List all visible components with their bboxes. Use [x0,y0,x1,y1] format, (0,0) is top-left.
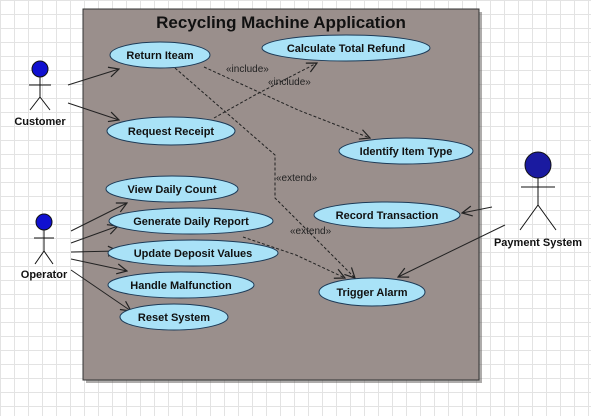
use-case-update-deposit-values-label: Update Deposit Values [134,248,253,260]
use-case-update-deposit-values[interactable]: Update Deposit Values [107,239,279,267]
use-case-identify-item-type-label: Identify Item Type [360,146,453,158]
use-case-identify-item-type[interactable]: Identify Item Type [338,137,474,165]
use-case-trigger-alarm[interactable]: Trigger Alarm [318,277,426,307]
assoc-payment-record-transaction [462,207,493,213]
use-case-view-daily-count-label: View Daily Count [127,184,216,196]
assoc-operator-view-daily-count [70,203,127,232]
assoc-operator-handle-malfunction [70,258,127,271]
system-title: Recycling Machine Application [156,13,406,32]
use-case-generate-daily-report-label: Generate Daily Report [133,216,249,228]
assoc-operator-generate-report [70,226,118,244]
use-case-request-receipt-label: Request Receipt [128,126,215,138]
actor-operator-head [35,213,53,231]
assoc-operator-reset-system [70,269,131,311]
use-case-reset-system[interactable]: Reset System [119,303,229,331]
actor-operator-label: Operator [21,269,68,281]
extend-generate-report-trigger-alarm-line [242,236,345,278]
extend-return-item-trigger-alarm-line [174,67,355,278]
extend-label-1: «extend» [276,173,318,184]
include-label-1: «include» [226,64,269,75]
use-case-handle-malfunction[interactable]: Handle Malfunction [107,271,255,299]
include-label-2: «include» [268,77,311,88]
actor-customer-label: Customer [14,116,66,128]
actor-payment-system[interactable] [519,151,557,231]
dependencies [174,63,370,278]
use-case-record-transaction[interactable]: Record Transaction [313,201,461,229]
actor-customer-head [31,60,49,78]
use-case-request-receipt[interactable]: Request Receipt [106,116,236,146]
assoc-customer-return-item [67,69,119,86]
actor-payment-system-label: Payment System [494,237,582,249]
use-case-return-item[interactable]: Return Iteam [109,41,211,69]
actor-payment-system-head [524,151,552,179]
use-case-calculate-total-refund[interactable]: Calculate Total Refund [261,34,431,62]
actor-customer[interactable] [29,60,51,111]
use-case-record-transaction-label: Record Transaction [336,210,439,222]
use-case-trigger-alarm-label: Trigger Alarm [336,287,407,299]
use-case-return-item-label: Return Iteam [126,50,193,62]
actor-operator[interactable] [34,213,54,265]
use-case-handle-malfunction-label: Handle Malfunction [130,280,232,292]
assoc-customer-request-receipt [67,102,119,120]
include-calculate-refund-line [213,63,317,119]
use-case-reset-system-label: Reset System [138,312,210,324]
extend-label-2: «extend» [290,226,332,237]
use-case-view-daily-count[interactable]: View Daily Count [105,175,239,203]
assoc-payment-trigger-alarm [398,224,506,277]
use-case-calculate-total-refund-label: Calculate Total Refund [287,43,405,55]
use-case-generate-daily-report[interactable]: Generate Daily Report [108,207,274,235]
